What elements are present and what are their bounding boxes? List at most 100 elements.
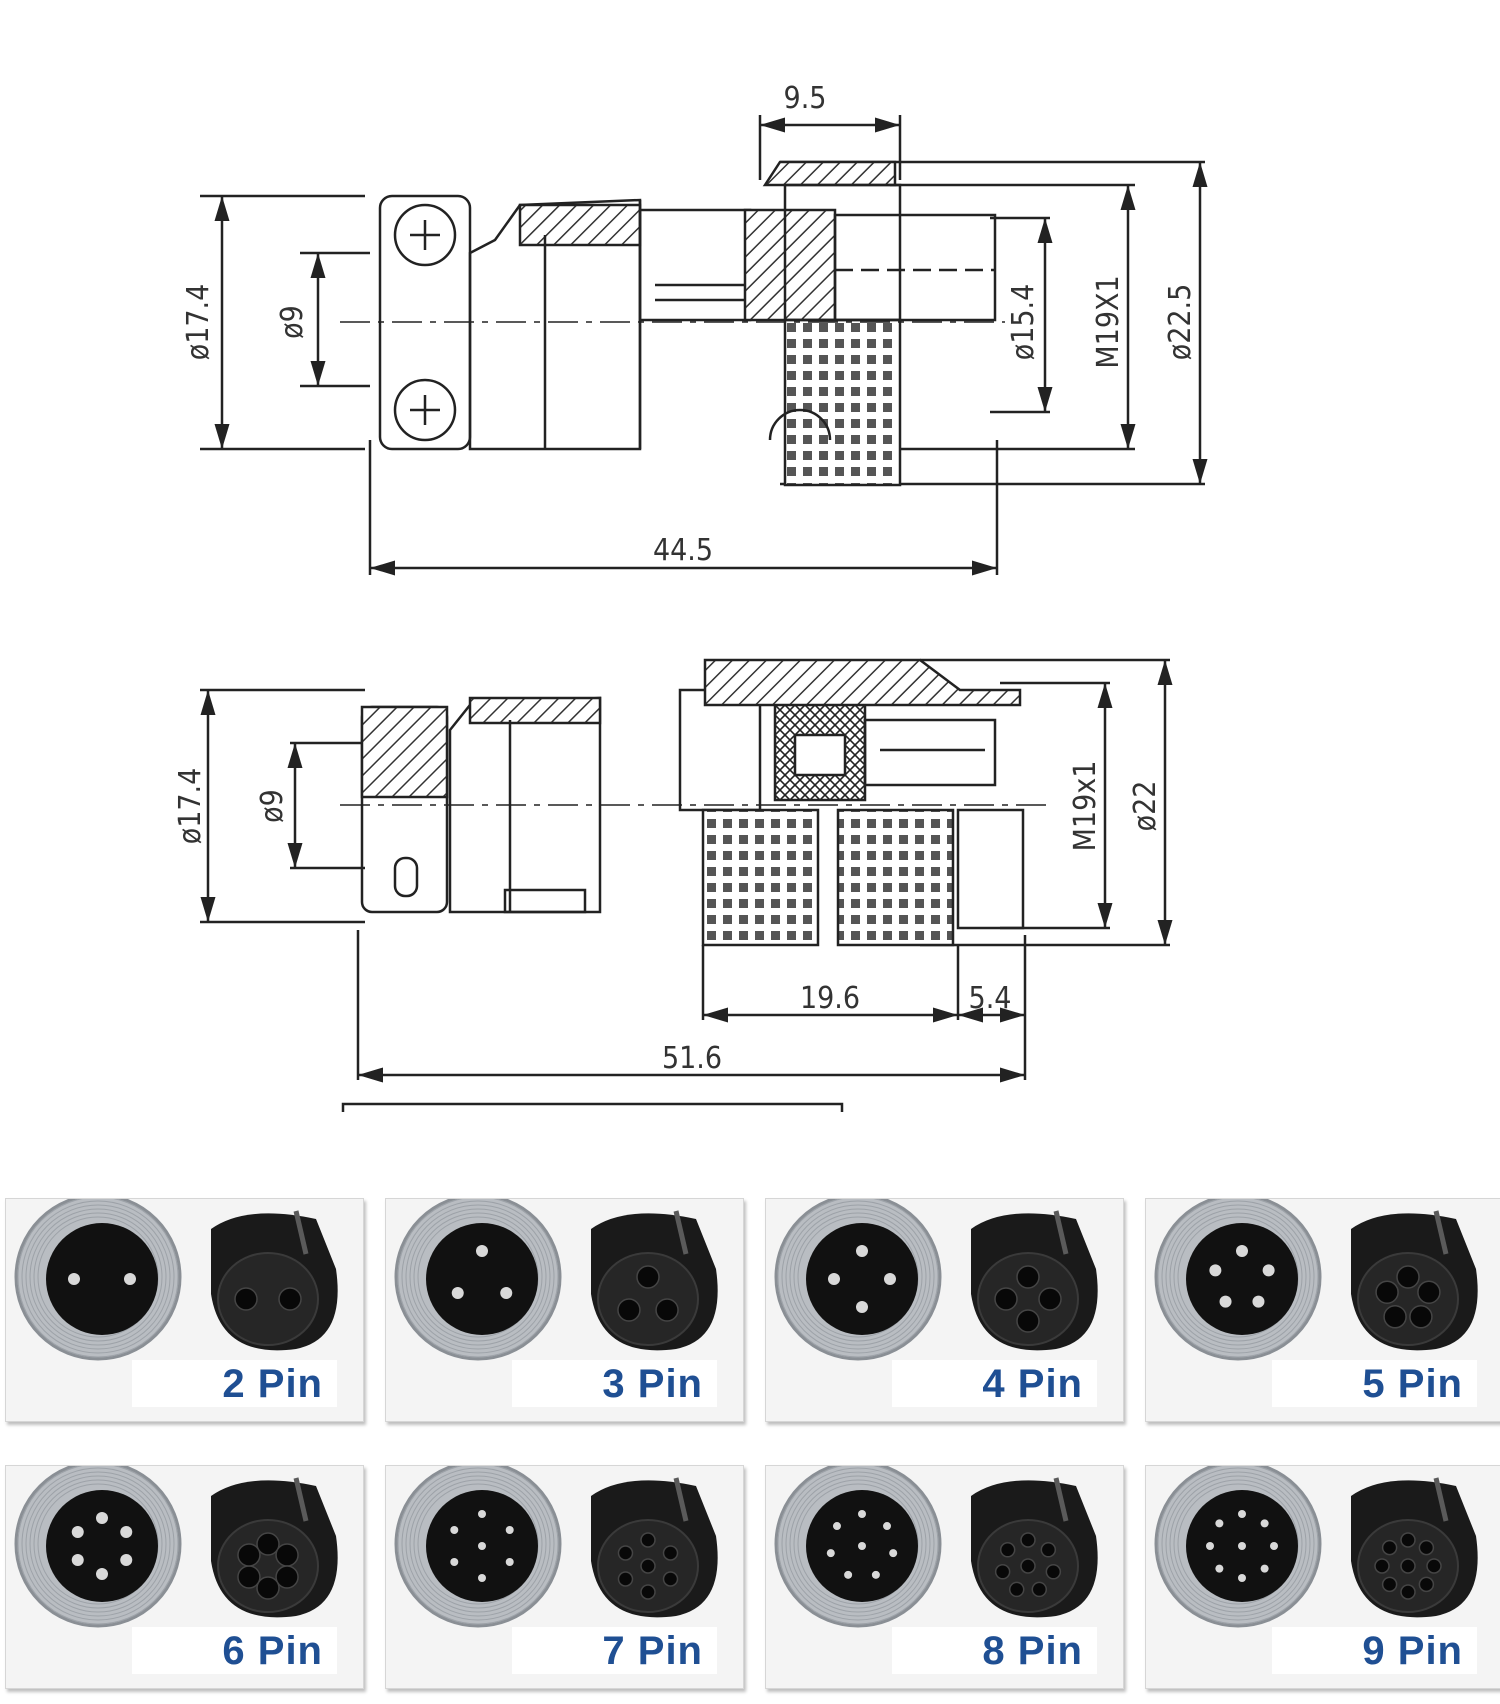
bottom-connector-drawing <box>200 658 1173 1112</box>
connector-card-9-pin: 9 Pin <box>1145 1465 1500 1689</box>
socket-hole <box>662 1571 679 1587</box>
pin-label: 5 Pin <box>1272 1360 1477 1407</box>
socket-hole <box>1400 1532 1416 1548</box>
female-socket-face <box>1357 1252 1459 1346</box>
pin-contact <box>120 1554 133 1566</box>
socket-hole <box>1426 1558 1442 1574</box>
socket-hole <box>1383 1305 1407 1329</box>
socket-hole <box>662 1545 679 1561</box>
pin-contact <box>871 1570 880 1579</box>
socket-hole <box>617 1545 634 1561</box>
socket-hole <box>1020 1558 1036 1574</box>
connector-card-2-pin: 2 Pin <box>5 1198 364 1422</box>
pin-contact <box>450 1526 459 1534</box>
connector-card-3-pin: 3 Pin <box>385 1198 744 1422</box>
pin-contact <box>96 1512 108 1524</box>
socket-hole <box>1400 1558 1416 1574</box>
socket-hole <box>1031 1581 1048 1598</box>
socket-hole <box>1409 1305 1433 1329</box>
pin-contact <box>856 1301 868 1313</box>
pin-contact <box>1206 1542 1214 1550</box>
socket-hole <box>1381 1576 1398 1593</box>
pin-contact <box>478 1542 486 1550</box>
socket-hole <box>1374 1558 1390 1574</box>
dim-22.5: ø22.5 <box>1163 284 1198 361</box>
pin-contact <box>1260 1564 1269 1573</box>
connector-photo <box>774 1199 1098 1361</box>
pin-label: 6 Pin <box>132 1627 337 1674</box>
pin-contact <box>476 1245 488 1257</box>
connector-photo <box>14 1466 338 1628</box>
socket-hole <box>994 1287 1018 1311</box>
connector-card-7-pin: 7 Pin <box>385 1465 744 1689</box>
male-plug-face <box>46 1490 158 1602</box>
male-plug-face <box>806 1223 918 1335</box>
connector-photo <box>1154 1466 1478 1628</box>
socket-hole <box>275 1543 299 1567</box>
pin-contact <box>478 1574 486 1582</box>
dim-15.4: ø15.4 <box>1006 284 1041 361</box>
connector-photo <box>774 1466 1098 1628</box>
female-socket-face <box>217 1252 319 1346</box>
pin-label: 3 Pin <box>512 1360 717 1407</box>
dim-m19x1: M19X1 <box>1091 275 1126 368</box>
technical-drawing: 9.5 ø17.4 ø9 ø15.4 M19X1 ø22.5 44.5 <box>173 81 1208 1112</box>
dim-19.6: 19.6 <box>800 981 860 1016</box>
socket-hole <box>617 1298 641 1322</box>
pin-contact <box>500 1287 513 1299</box>
pin-label: 7 Pin <box>512 1627 717 1674</box>
top-connector-drawing <box>200 115 1208 576</box>
pin-contact <box>1238 1542 1246 1550</box>
socket-hole <box>999 1542 1016 1558</box>
pin-contact <box>451 1287 464 1299</box>
pin-contact <box>1215 1564 1224 1573</box>
connector-grid: 2 Pin 3 Pin 4 Pin 5 Pin 6 Pin 7 Pin 8 Pi… <box>0 1190 1500 1704</box>
pin-contact <box>1252 1295 1265 1308</box>
male-plug-face <box>426 1223 538 1335</box>
pin-contact <box>1238 1510 1246 1518</box>
pin-contact <box>68 1273 80 1285</box>
pin-contact <box>96 1568 108 1580</box>
socket-hole <box>237 1565 261 1589</box>
pin-contact <box>858 1510 866 1518</box>
socket-hole <box>234 1287 258 1311</box>
socket-hole <box>275 1565 299 1589</box>
pin-contact <box>450 1558 459 1566</box>
pin-contact <box>1209 1264 1222 1277</box>
socket-hole <box>1045 1564 1062 1580</box>
socket-hole <box>1016 1309 1040 1333</box>
dim-9: ø9 <box>275 305 310 339</box>
socket-hole <box>636 1265 660 1289</box>
pin-contact <box>832 1522 841 1531</box>
pin-contact <box>1219 1295 1232 1308</box>
bottom-dimension-labels: ø17.4 ø9 M19x1 ø22 19.6 5.4 51.6 <box>173 761 1163 1076</box>
socket-hole <box>1418 1576 1435 1593</box>
female-socket-face <box>597 1252 699 1346</box>
connector-card-4-pin: 4 Pin <box>765 1198 1124 1422</box>
socket-hole <box>237 1543 261 1567</box>
dim-44.5: 44.5 <box>653 533 713 568</box>
pin-contact <box>858 1542 866 1550</box>
socket-hole <box>1375 1280 1399 1304</box>
pin-contact <box>478 1510 486 1518</box>
connector-photo <box>394 1199 718 1361</box>
socket-hole <box>1381 1539 1398 1556</box>
pin-contact <box>1238 1574 1246 1582</box>
pin-contact <box>889 1549 898 1558</box>
socket-hole <box>256 1576 280 1600</box>
socket-hole <box>617 1571 634 1587</box>
connector-card-6-pin: 6 Pin <box>5 1465 364 1689</box>
socket-hole <box>1417 1280 1441 1304</box>
connector-photo <box>14 1199 338 1361</box>
dim-17.4-b: ø17.4 <box>173 768 208 845</box>
pin-contact <box>828 1273 840 1285</box>
pin-contact <box>1236 1245 1248 1257</box>
socket-hole <box>1396 1265 1420 1289</box>
socket-hole <box>640 1532 656 1548</box>
pin-contact <box>1262 1264 1275 1277</box>
socket-hole <box>1020 1532 1036 1548</box>
male-plug-face <box>46 1223 158 1335</box>
socket-hole <box>278 1287 302 1311</box>
dim-9.5: 9.5 <box>784 81 827 116</box>
socket-hole <box>1040 1542 1057 1558</box>
